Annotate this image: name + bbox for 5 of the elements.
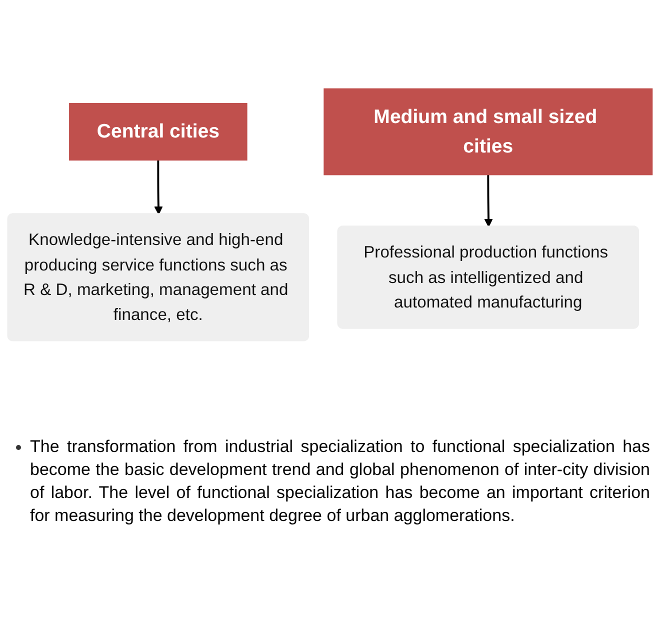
node-box: Central cities (69, 103, 248, 161)
arrow (154, 160, 163, 215)
bullet-note: The transformation from industrial specialization to functional specialization has become the basic development trend and global phenomenon of inter-city division of labor. The level of functional specialization has become an important criterion for measuring the development degree of urban agglomerations. (14, 436, 650, 528)
node-box: Medium and small sized cities (324, 88, 653, 176)
arrow (484, 174, 493, 228)
